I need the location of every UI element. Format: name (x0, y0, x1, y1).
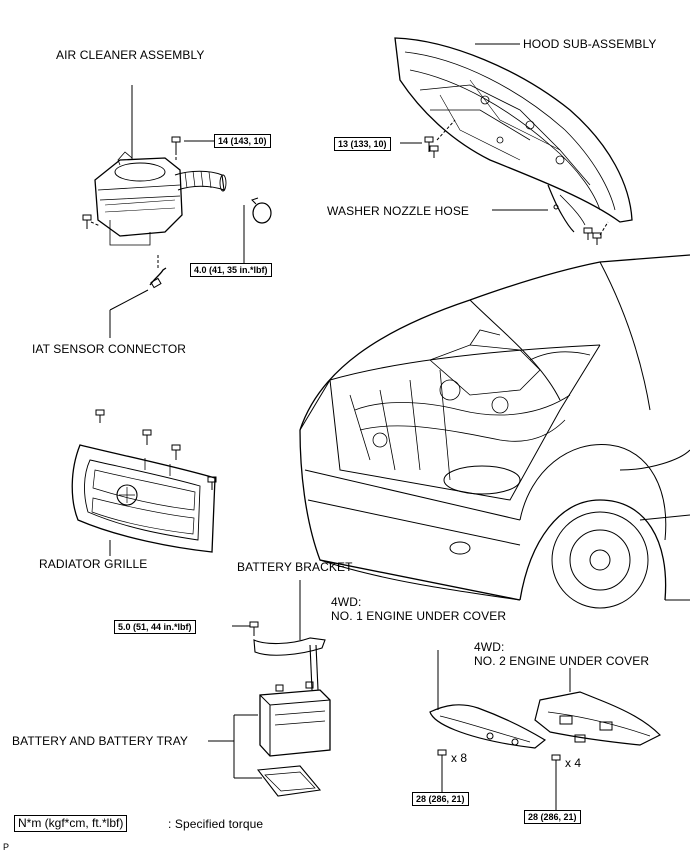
air-cleaner-label: AIR CLEANER ASSEMBLY (56, 48, 205, 62)
battery-tray-label: BATTERY AND BATTERY TRAY (12, 734, 189, 748)
hose-clamp-icon (251, 197, 272, 224)
connector-icon (149, 267, 167, 289)
corner-mark: P (3, 842, 10, 852)
bolt-icon (171, 136, 181, 152)
torque-hose-clamp: 4.0 (41, 35 in.*lbf) (190, 263, 272, 277)
bolt-icon (437, 749, 447, 765)
radiator-grille-illustration (71, 444, 216, 553)
hood-label: HOOD SUB-ASSEMBLY (523, 37, 657, 51)
under-cover-1-label-line2: NO. 1 ENGINE UNDER COVER (331, 609, 507, 623)
vehicle-front-illustration (299, 254, 690, 609)
under-cover-2-label-line1: 4WD: (474, 640, 505, 654)
bolt-icon (207, 476, 217, 490)
radiator-grille-label: RADIATOR GRILLE (39, 557, 148, 571)
bolt-icon (142, 429, 152, 445)
torque-hood-bolt: 13 (133, 10) (334, 137, 391, 151)
under-cover-2-label-line2: NO. 2 ENGINE UNDER COVER (474, 654, 650, 668)
bolt-icon (95, 409, 105, 423)
bolt-icon (82, 214, 92, 229)
iat-connector-label: IAT SENSOR CONNECTOR (32, 342, 187, 356)
legend-unit-box: N*m (kgf*cm, ft.*lbf) (14, 815, 128, 832)
legend-text: : Specified torque (168, 817, 264, 831)
washer-hose-illustration (547, 184, 575, 233)
battery-illustration (256, 681, 331, 797)
torque-under-cover-2: 28 (286, 21) (524, 810, 581, 824)
air-cleaner-illustration (94, 151, 227, 246)
torque-battery-bracket: 5.0 (51, 44 in.*lbf) (114, 620, 196, 634)
hood-illustration (394, 37, 633, 226)
torque-air-cleaner-bolt: 14 (143, 10) (214, 134, 271, 148)
bolt-icon (551, 754, 561, 770)
under-cover-1-label-line1: 4WD: (331, 595, 362, 609)
bolt-icon (171, 444, 181, 460)
torque-under-cover-1: 28 (286, 21) (412, 792, 469, 806)
bolt-count-under-cover-2: x 4 (565, 756, 582, 770)
under-cover-2-illustration (534, 691, 662, 746)
battery-bracket-illustration (253, 637, 326, 691)
bolt-icon (424, 136, 439, 158)
washer-hose-label: WASHER NOZZLE HOSE (327, 204, 470, 218)
battery-bracket-label: BATTERY BRACKET (237, 560, 353, 574)
bolt-icon (249, 621, 259, 636)
bolt-icon (583, 227, 602, 245)
bolt-count-under-cover-1: x 8 (451, 751, 468, 765)
under-cover-1-illustration (429, 704, 547, 749)
